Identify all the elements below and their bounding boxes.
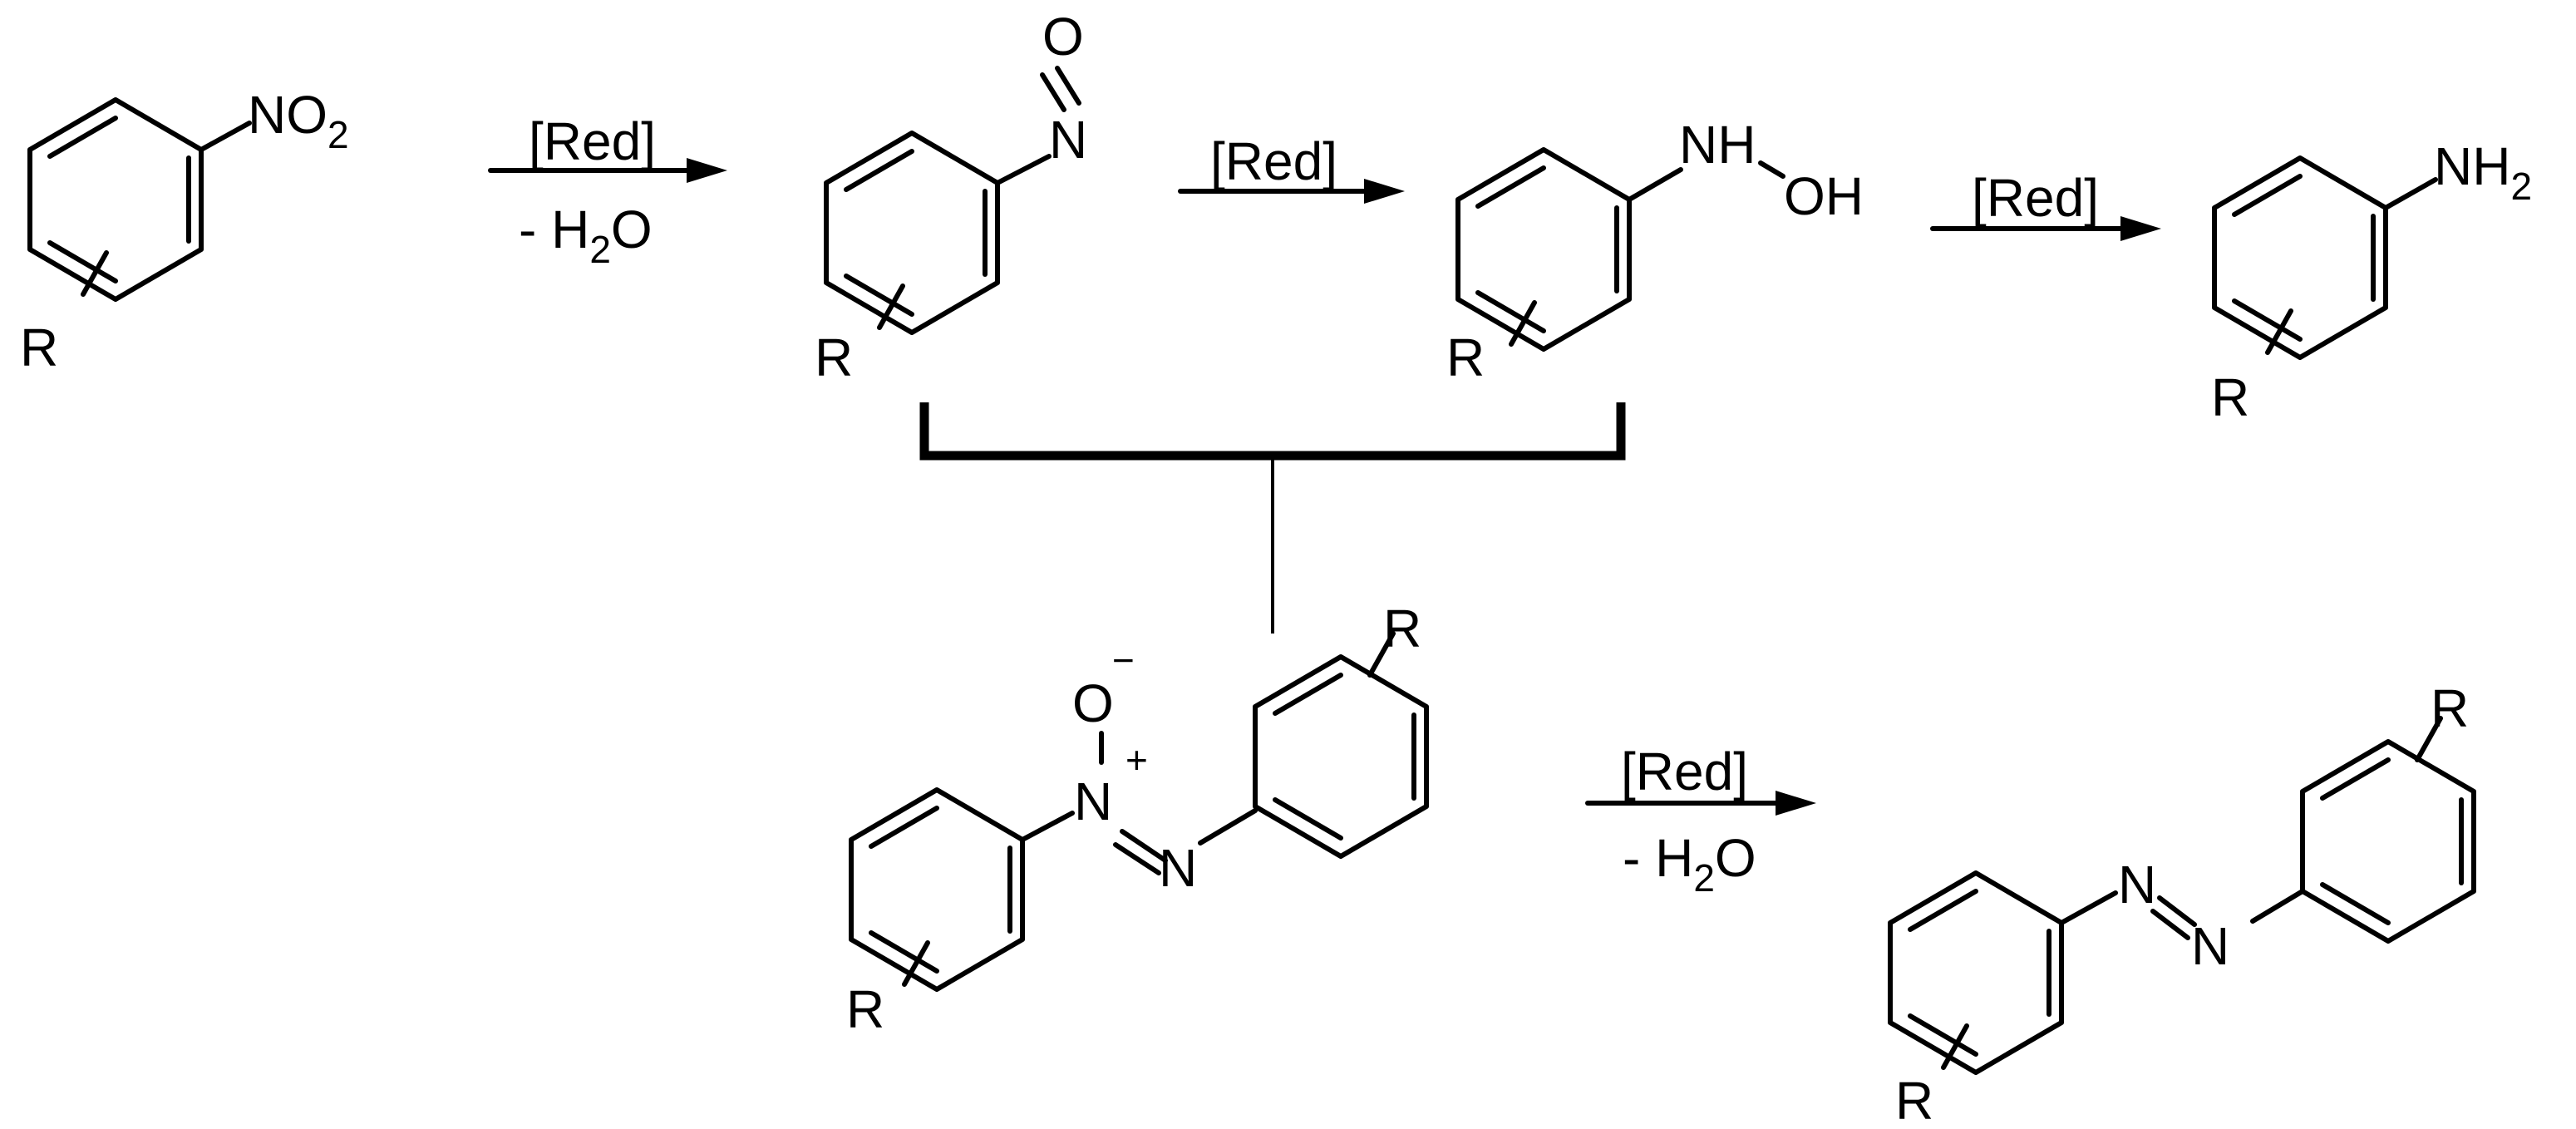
substituent-r-label: R bbox=[2211, 367, 2249, 427]
azoxy-n-label: N bbox=[1159, 838, 1197, 898]
aniline: NH2 R bbox=[2211, 136, 2532, 427]
nitrobenzene: NO2 R bbox=[20, 85, 349, 377]
water-loss-1: - H2O bbox=[519, 200, 653, 271]
nitroso-n-label: N bbox=[1049, 110, 1087, 170]
plus-charge: + bbox=[1125, 738, 1148, 781]
substituent-r-label: R bbox=[1383, 599, 1421, 658]
azoxybenzene: N + O − N R R bbox=[846, 599, 1429, 1039]
azoxy-n-plus-label: N bbox=[1074, 772, 1112, 831]
reaction-arrow-3: [Red] bbox=[1930, 168, 2161, 241]
reagent-red-3: [Red] bbox=[1972, 168, 2099, 228]
substituent-r-label: R bbox=[1895, 1071, 1933, 1129]
phenylhydroxylamine: NH OH R bbox=[1446, 115, 1864, 387]
substituent-r-label: R bbox=[20, 318, 58, 377]
nitrosobenzene: N O R bbox=[815, 7, 1087, 387]
nitroso-o-label: O bbox=[1042, 7, 1084, 67]
azobenzene: N N R R bbox=[1888, 678, 2476, 1129]
azo-n2-label: N bbox=[2191, 916, 2229, 976]
substituent-r-label: R bbox=[1446, 328, 1485, 387]
azo-n1-label: N bbox=[2118, 855, 2156, 915]
minus-charge: − bbox=[1112, 638, 1135, 682]
reagent-red-1: [Red] bbox=[529, 111, 656, 171]
reagent-red-4: [Red] bbox=[1621, 742, 1748, 801]
substituent-r-label: R bbox=[846, 979, 884, 1039]
reaction-arrow-2: [Red] bbox=[1178, 131, 1405, 204]
substituent-r-label: R bbox=[815, 328, 853, 387]
substituent-r-label: R bbox=[2431, 678, 2469, 738]
oh-label: OH bbox=[1784, 166, 1864, 226]
water-loss-4: - H2O bbox=[1623, 828, 1756, 900]
reaction-arrow-4: [Red] - H2O bbox=[1585, 742, 1816, 900]
amino-group-label: NH2 bbox=[2434, 136, 2532, 208]
azoxy-o-label: O bbox=[1072, 673, 1114, 733]
reagent-red-2: [Red] bbox=[1210, 131, 1337, 191]
reaction-arrow-1: [Red] - H2O bbox=[488, 111, 727, 271]
condensation-bracket bbox=[919, 402, 1626, 634]
nitro-group-label: NO2 bbox=[248, 85, 349, 156]
nh-label: NH bbox=[1679, 115, 1756, 175]
